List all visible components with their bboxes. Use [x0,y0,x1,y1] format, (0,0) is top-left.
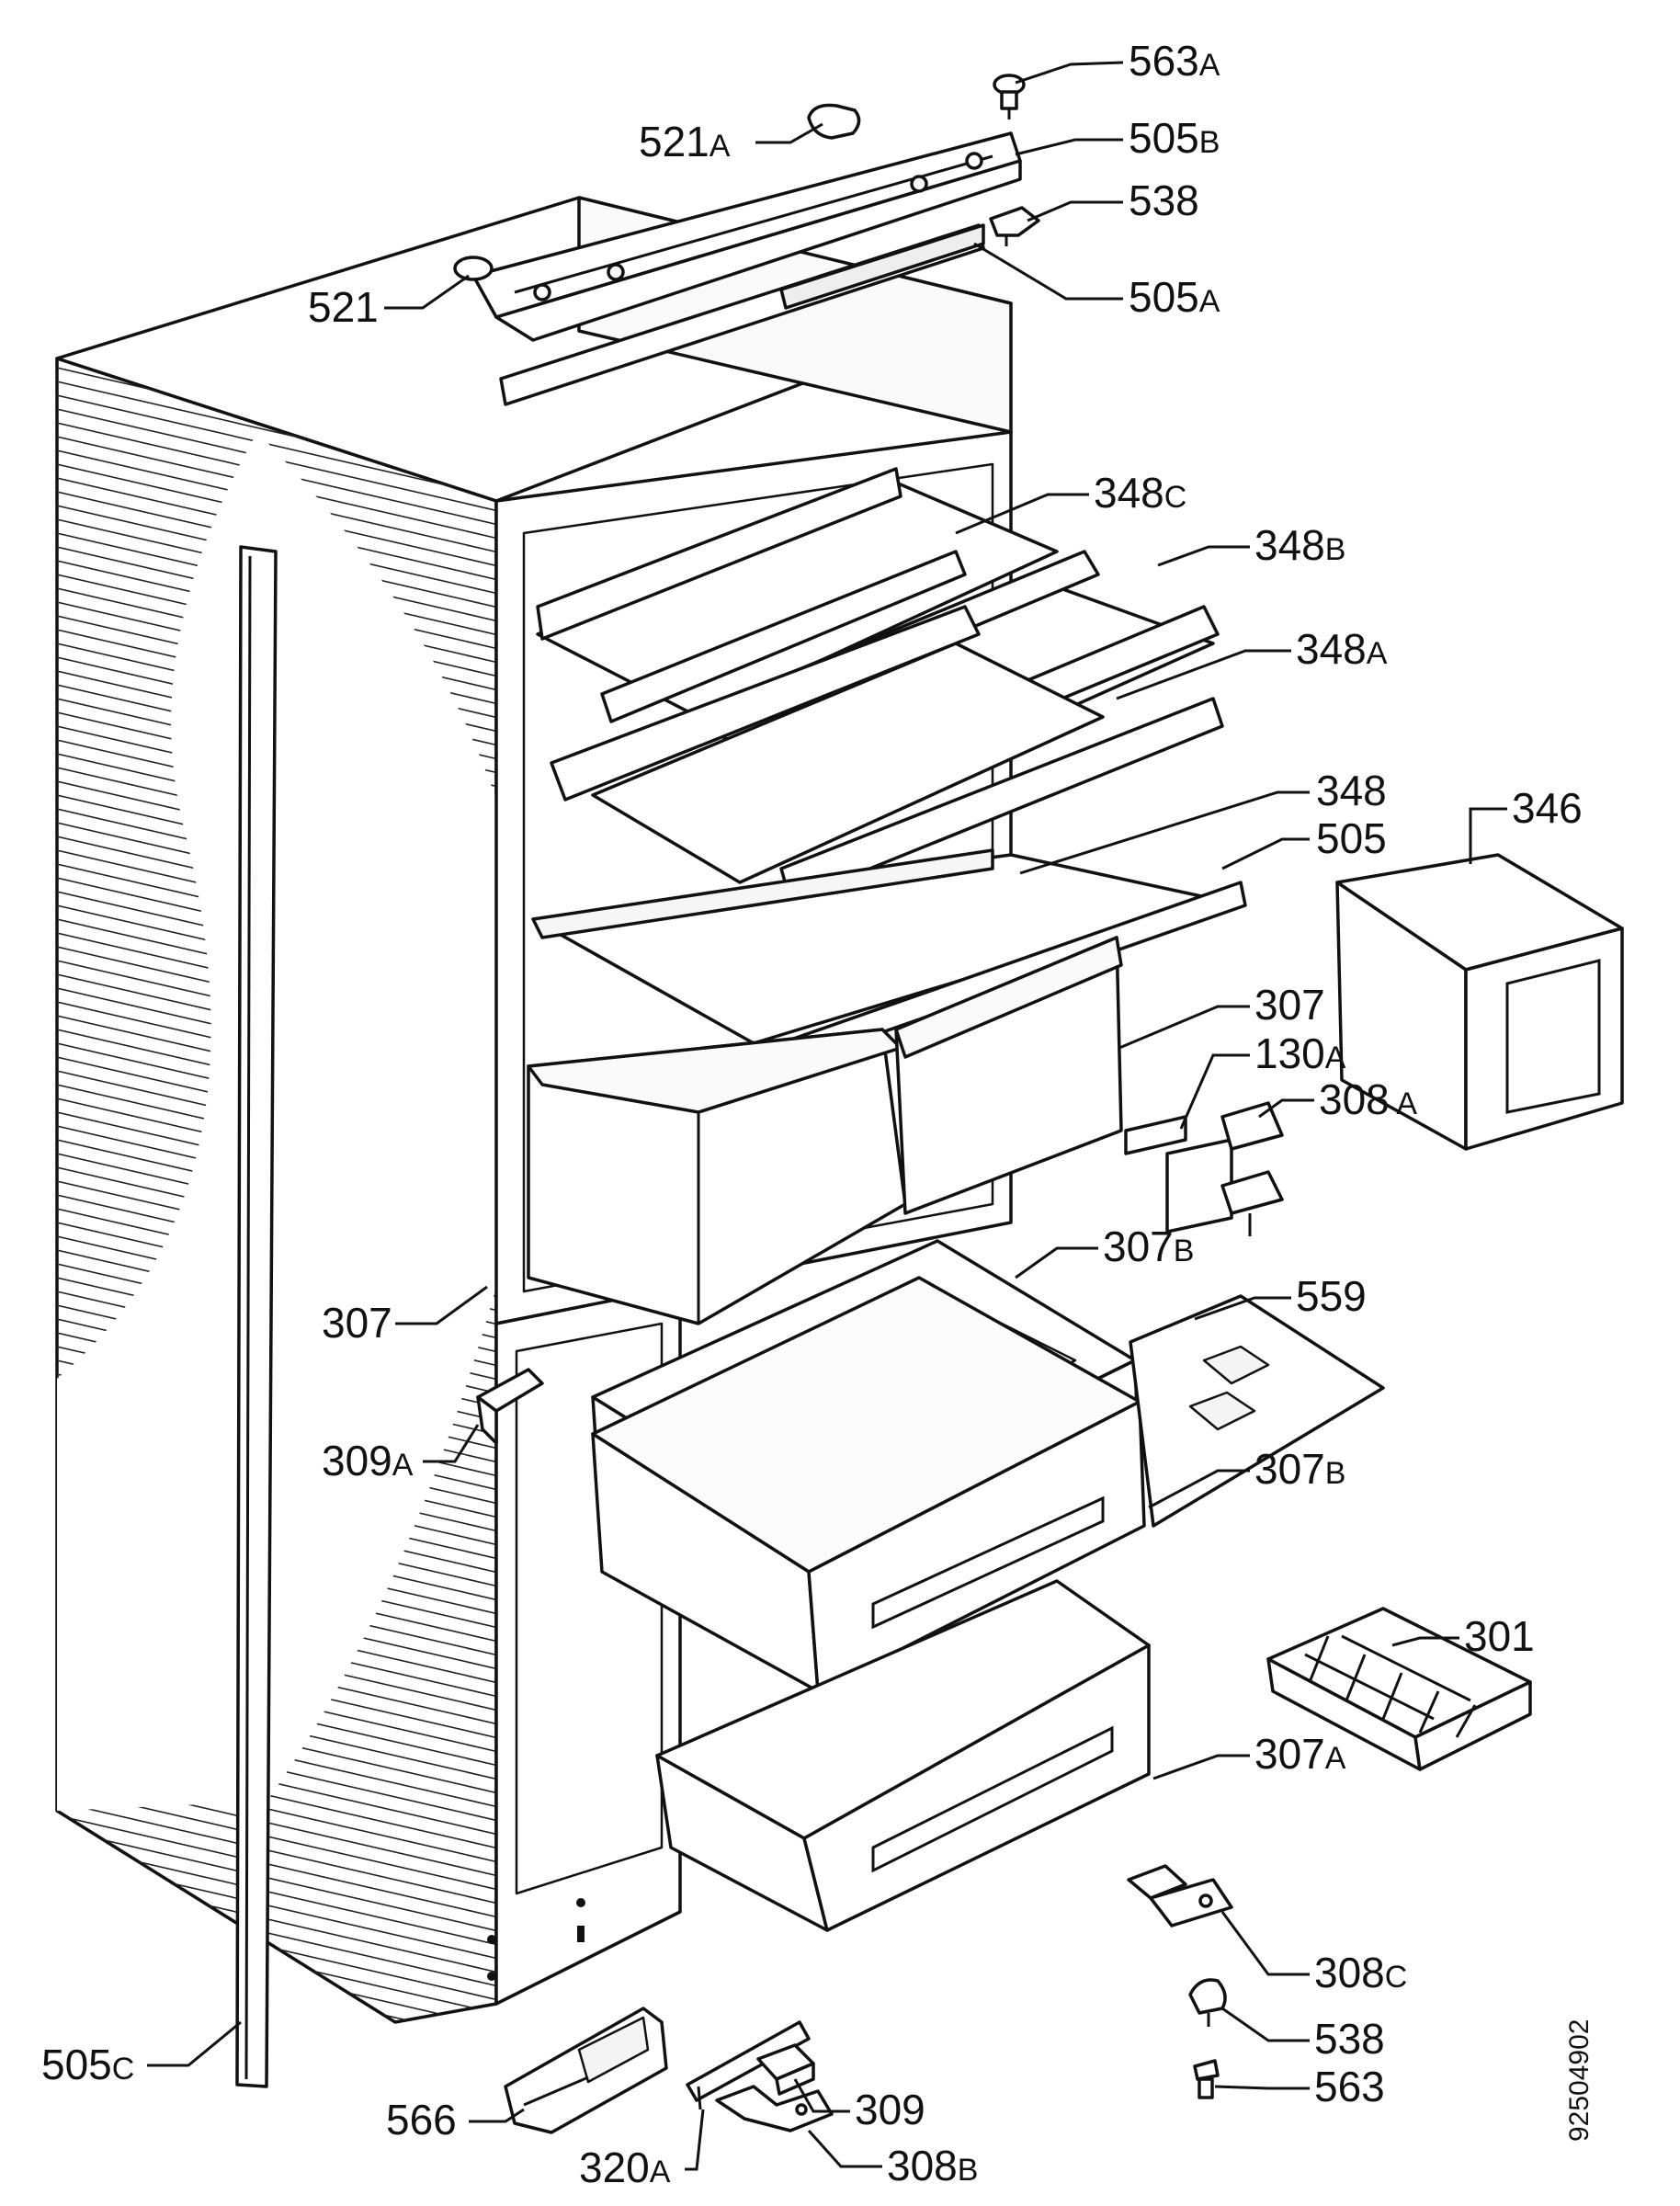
freezer-drawer-middle-307b [591,1276,1146,1693]
label-505b: 505B [1129,114,1220,162]
lower-hinge-308c [1127,1864,1233,1927]
door-handle-566 [504,2007,668,2134]
leader-lines [147,61,1507,2171]
label-566: 566 [386,2096,457,2143]
label-538-top: 538 [1129,176,1199,224]
label-505c: 505C [41,2041,134,2088]
label-307b-mid: 307B [1254,1445,1345,1493]
middle-hinge-308a [1165,1101,1284,1236]
label-307-right: 307 [1254,981,1325,1029]
shelf-348a [550,605,1224,903]
label-348b: 348B [1254,521,1345,569]
label-301: 301 [1464,1612,1535,1660]
hinge-screw-563a [993,74,1026,119]
top-hinge-plate-505b [471,131,1022,342]
hinge-screw-563 [1193,2059,1220,2099]
hinge-pin-538-bottom [1188,1978,1227,2027]
label-348: 348 [1316,767,1387,814]
label-563a: 563A [1129,37,1220,85]
flap-hinge-320a [686,2020,811,2110]
label-130a: 130A [1254,1029,1346,1077]
hinge-spacer-130a [1124,1115,1187,1155]
shelf-348c [536,467,1059,723]
cover-cap-521a [807,103,861,140]
label-309a: 309A [322,1437,414,1484]
crisper-bin-left-307 [527,1028,907,1325]
divider-plate-559 [1129,1294,1385,1528]
label-307a: 307A [1254,1730,1346,1778]
crisper-bin-right-307 [894,936,1123,1215]
cover-cap-521 [453,256,494,281]
label-538-bottom: 538 [1314,2015,1385,2063]
label-346: 346 [1512,784,1583,832]
hinge-bracket-309a [476,1368,544,1445]
label-505a: 505A [1129,273,1220,321]
label-563: 563 [1314,2063,1385,2110]
label-308a: 308 A [1319,1075,1417,1123]
lower-hinge-308b [715,2085,834,2132]
hinge-block-309 [756,2043,815,2096]
label-348c: 348C [1094,469,1186,517]
label-308b: 308B [887,2142,978,2189]
shelf-348 [531,848,1224,1045]
ice-cube-tray-301 [1266,1607,1532,1771]
part-labels: 563A 521A 505B 538 521 505A 348C 348B 34… [41,37,1583,2191]
hinge-pin-538-top [989,206,1040,246]
label-308c: 308C [1314,1949,1407,1996]
label-309: 309 [855,2086,925,2133]
label-521: 521 [308,283,379,331]
door-bin-346 [1335,853,1624,1151]
label-320a: 320A [579,2143,671,2191]
label-559: 559 [1296,1272,1367,1320]
label-348a: 348A [1296,625,1388,673]
document-number: 92504902 [1564,2019,1595,2142]
label-307b-top: 307B [1103,1222,1194,1270]
label-521a: 521A [639,118,731,165]
freezer-drawer-bottom-307a [655,1579,1151,1932]
door-gasket-505c [235,545,278,2088]
label-505: 505 [1316,814,1387,862]
label-307-left: 307 [322,1299,392,1347]
